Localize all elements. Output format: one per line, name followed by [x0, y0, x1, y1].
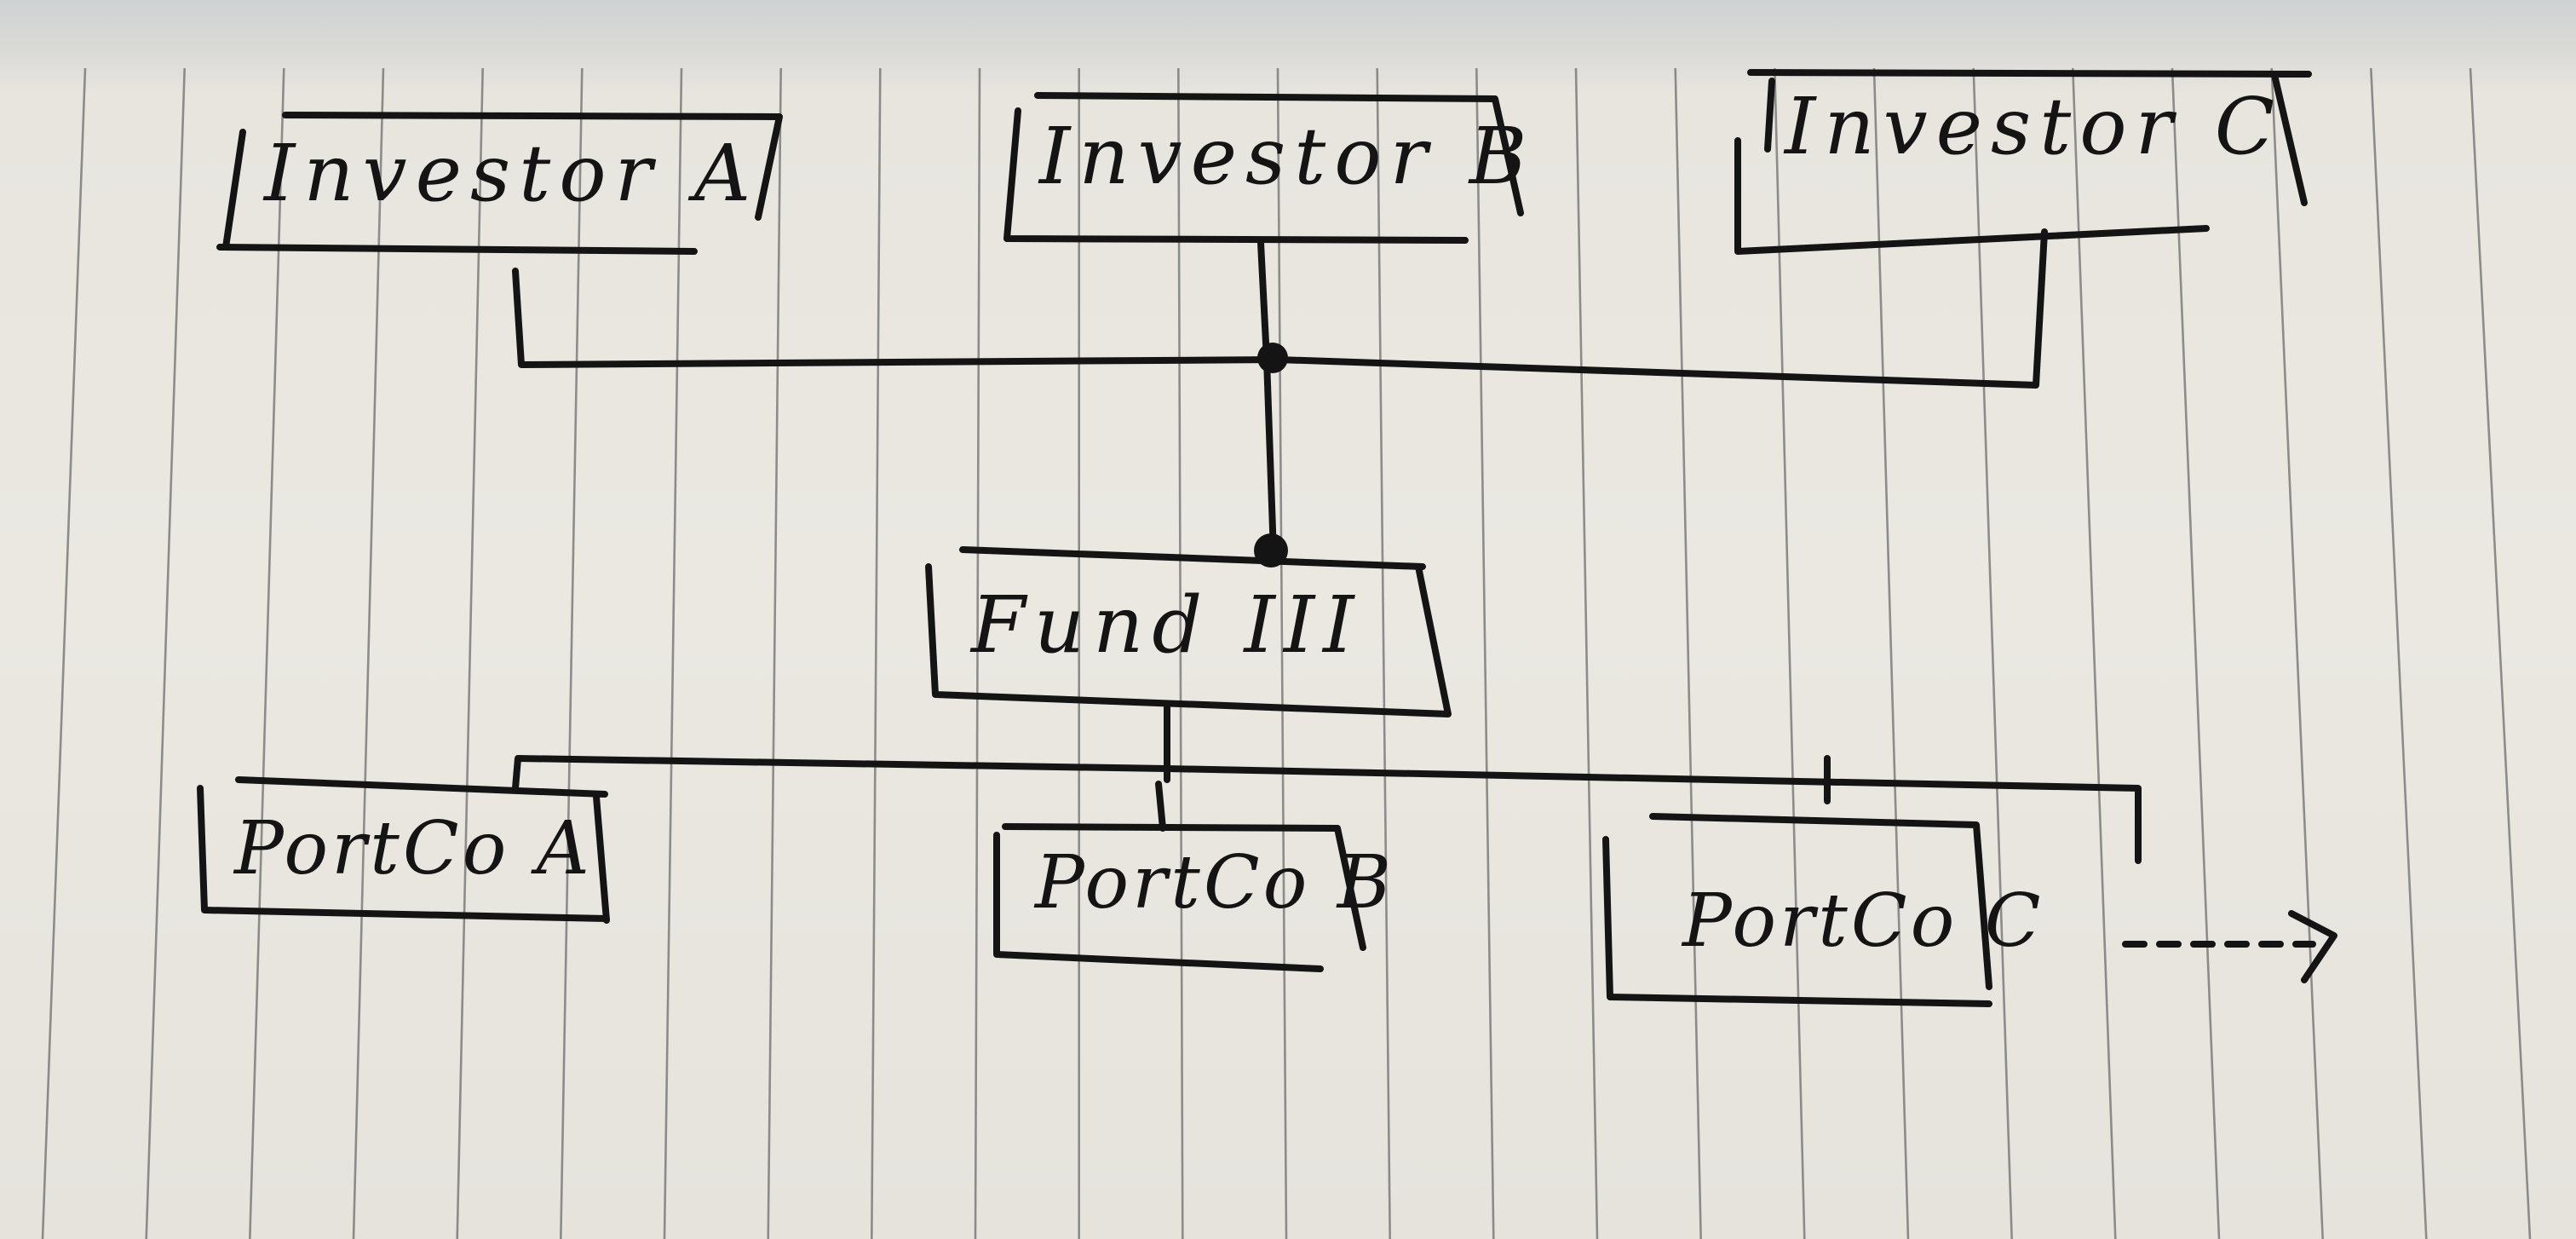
investor-b-label: Investor B: [1038, 111, 1535, 202]
node-investor-b: Investor B: [1003, 92, 1535, 244]
ruled-line: [2171, 67, 2221, 1239]
portco-c-box: [1602, 813, 1992, 1007]
ruled-line: [456, 67, 484, 1239]
ruled-line: [145, 67, 186, 1239]
ruled-line: [352, 67, 385, 1239]
ruled-line: [1276, 67, 1288, 1239]
fund-label: Fund III: [969, 579, 1363, 671]
portco-b-box: [993, 823, 1366, 972]
ruled-line: [1376, 67, 1391, 1239]
portco-c-label: PortCo C: [1681, 879, 2044, 964]
portco-a-box: [197, 776, 610, 924]
ruled-line: [1872, 67, 1910, 1239]
ruled-line: [249, 67, 285, 1239]
ruled-line: [767, 67, 782, 1239]
fund-box: [925, 546, 1452, 717]
ruled-line: [2072, 67, 2117, 1239]
investor-a-label: Investor A: [262, 128, 759, 219]
node-portco-a: PortCo A: [197, 776, 610, 924]
node-fund: Fund III: [925, 546, 1452, 717]
ruled-line: [1972, 67, 2013, 1239]
ruled-line: [560, 67, 584, 1239]
portco-a-label: PortCo A: [233, 806, 593, 891]
investor-a-box: [216, 112, 783, 255]
portco-bus-line: [512, 704, 2142, 864]
arrow-head-icon: [2288, 910, 2337, 983]
investor-c-box: [1734, 69, 2312, 255]
junction-dot: [1257, 343, 1288, 373]
ruled-line: [1475, 67, 1495, 1239]
ruled-line: [1674, 67, 1702, 1239]
node-portco-b: PortCo B: [993, 823, 1394, 972]
ruled-line: [2270, 67, 2324, 1239]
ruled-line: [663, 67, 683, 1239]
ruled-line: [1774, 67, 1806, 1239]
ruled-lines: [41, 67, 2532, 1239]
investor-connectors: [512, 228, 2048, 568]
ruled-line: [1177, 67, 1184, 1239]
ruled-line: [2370, 67, 2428, 1239]
portco-b-label: PortCo B: [1033, 840, 1394, 925]
ruled-line: [974, 67, 981, 1239]
node-portco-c: PortCo C: [1602, 813, 2044, 1007]
node-investor-c: Investor C: [1734, 69, 2312, 255]
investor-c-label: Investor C: [1783, 81, 2283, 172]
more-portcos-arrow: [2122, 910, 2337, 983]
ruled-line: [2469, 67, 2532, 1239]
investor-b-drop-line: [1257, 239, 1277, 557]
investor-b-box: [1003, 92, 1524, 244]
ruled-line: [41, 67, 87, 1239]
ruled-line: [871, 67, 882, 1239]
portco-connectors: [512, 704, 2142, 864]
node-investor-a: Investor A: [216, 112, 783, 255]
ruled-line: [1574, 67, 1599, 1239]
portco-b-drop-line: [1155, 781, 1166, 832]
